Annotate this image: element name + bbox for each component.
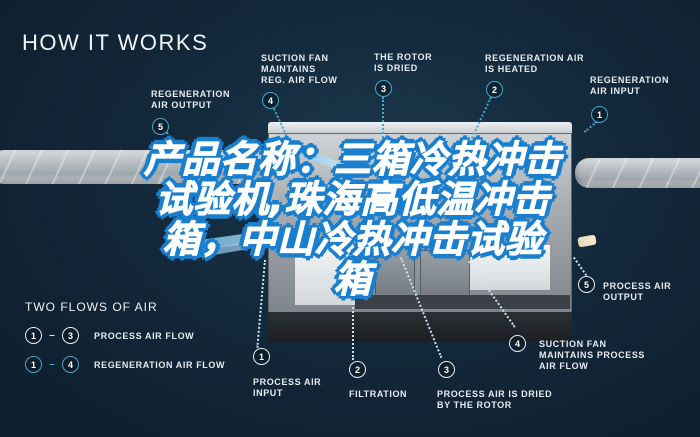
legend-from-badge: 1: [25, 356, 42, 373]
callout-5-badge: 5: [152, 118, 169, 135]
legend-row-regeneration: 1 – 4 REGENERATION AIR FLOW: [25, 356, 225, 373]
cabinet-panel: [295, 240, 355, 305]
cabinet-floor: [355, 295, 570, 309]
callout-rotor-dried-label: THE ROTOR IS DRIED: [374, 52, 433, 73]
callout-process-air-dried-label: PROCESS AIR IS DRIED BY THE ROTOR: [437, 389, 553, 410]
regeneration-input-duct: [575, 158, 700, 188]
callout-2-badge: 2: [486, 81, 503, 98]
legend-to-badge: 4: [62, 356, 79, 373]
product-name-overlay: 产品名称：三箱冷热冲击 试验机,珠海高低温冲击 箱，中山冷热冲击试验 箱: [118, 138, 588, 301]
legend-regeneration-air-flow-label: REGENERATION AIR FLOW: [94, 359, 226, 370]
legend-process-air-flow-label: PROCESS AIR FLOW: [94, 330, 195, 341]
callout-process-air-input-label: PROCESS AIR INPUT: [253, 377, 322, 398]
legend-from-badge: 1: [25, 327, 42, 344]
legend-title: TWO FLOWS OF AIR: [25, 300, 158, 314]
leader-line: [382, 97, 384, 142]
overlay-line: 箱: [334, 258, 372, 301]
callout-4-badge: 4: [262, 92, 279, 109]
callout-3-badge: 3: [375, 80, 392, 97]
callout-filtration-label: FILTRATION: [349, 389, 408, 399]
callout-4-badge: 4: [509, 335, 526, 352]
callout-1-badge: 1: [591, 106, 608, 123]
overlay-line: 试验机,珠海高低温冲击: [155, 178, 551, 221]
legend-dash: –: [49, 330, 55, 341]
callout-regeneration-air-output-label: REGENERATION AIR OUTPUT: [151, 89, 231, 110]
regeneration-output-duct: [0, 150, 280, 184]
callout-2-badge: 2: [349, 361, 366, 378]
callout-process-air-output-label: PROCESS AIR OUTPUT: [603, 281, 672, 302]
callout-regeneration-input-label: REGENERATION AIR INPUT: [590, 75, 670, 96]
cabinet-base: [268, 312, 572, 342]
legend-row-process: 1 – 3 PROCESS AIR FLOW: [25, 327, 194, 344]
callout-5-badge: 5: [578, 276, 595, 293]
legend-dash: –: [49, 359, 55, 370]
cabinet-top: [268, 122, 572, 134]
legend-to-badge: 3: [62, 327, 79, 344]
callout-suction-fan-process-label: SUCTION FAN MAINTAINS PROCESS AIR FLOW: [539, 339, 646, 371]
callout-3-badge: 3: [438, 361, 455, 378]
callout-1-badge: 1: [253, 348, 270, 365]
overlay-line: 箱，中山冷热冲击试验: [163, 218, 543, 261]
callout-regeneration-heated-label: REGENERATION AIR IS HEATED: [485, 53, 585, 74]
overlay-line: 产品名称：三箱冷热冲击: [144, 138, 562, 181]
fan-module: [470, 245, 550, 290]
page-title: HOW IT WORKS: [22, 30, 209, 55]
leader-line: [352, 300, 354, 360]
callout-suction-fan-reg-label: SUCTION FAN MAINTAINS REG. AIR FLOW: [261, 53, 338, 85]
